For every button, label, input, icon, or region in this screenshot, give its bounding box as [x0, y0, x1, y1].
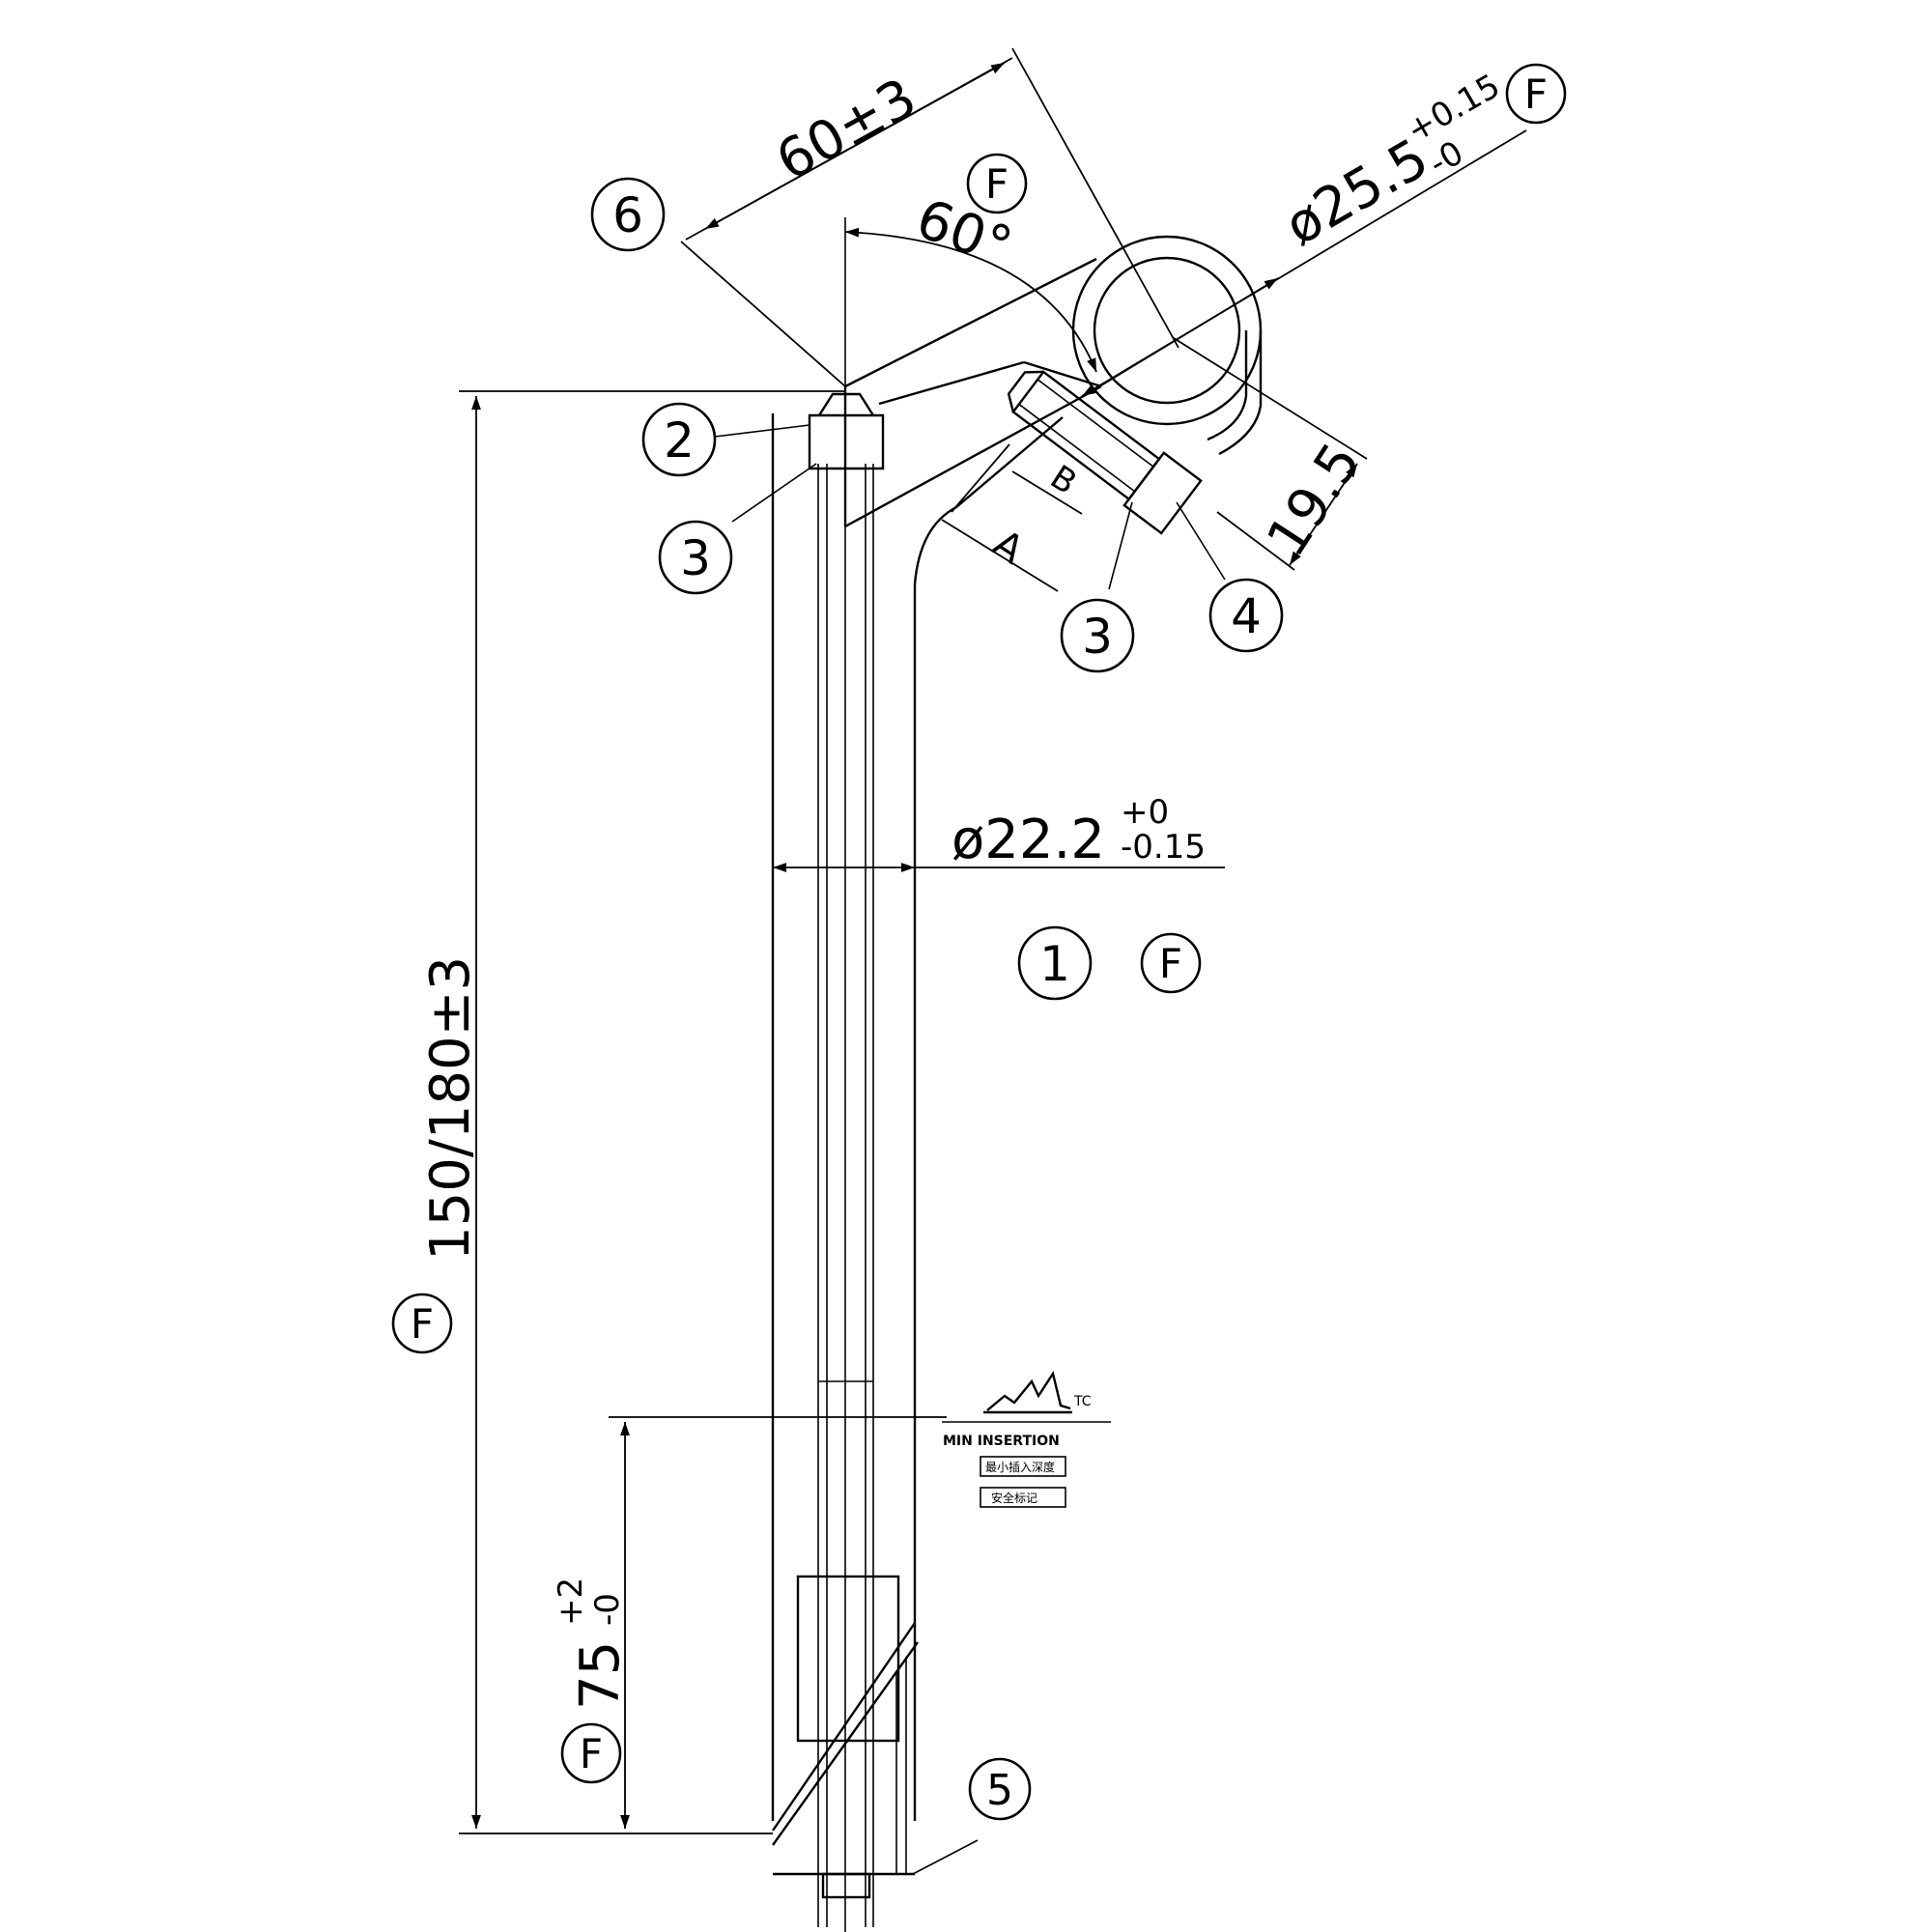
balloon-3-clamp: 3 [1060, 598, 1135, 673]
svg-text:3: 3 [1082, 609, 1113, 665]
dim-clamp-diameter-text: ø25.5 [1275, 127, 1439, 258]
dim-insertion: 75 +2 -0 [552, 1416, 947, 1829]
dim-angle: 60° [844, 187, 1097, 373]
dim-insertion-tol-upper: +2 [552, 1577, 590, 1626]
dim-reach-text: 60±3 [766, 67, 926, 193]
flag-f-steerer: F [1140, 932, 1202, 994]
dim-steerer-tol-upper: +0 [1121, 793, 1169, 832]
dim-insertion-tol-lower: -0 [588, 1593, 627, 1626]
dim-label-a: A [985, 522, 1033, 574]
svg-text:F: F [580, 1730, 603, 1777]
logo-mark: NL [1001, 1404, 1003, 1406]
leader-lines [714, 424, 1226, 1875]
svg-text:F: F [1159, 940, 1182, 987]
svg-text:2: 2 [664, 412, 695, 469]
dim-steerer-diameter: ø22.2 +0 -0.15 [772, 793, 1225, 923]
svg-text:F: F [1524, 71, 1548, 118]
dim-steerer-diameter-text: ø22.2 [952, 809, 1105, 871]
flag-f-length: F [391, 1293, 453, 1354]
balloon-6: 6 [590, 177, 666, 252]
logo-tm: TC [1073, 1394, 1092, 1409]
min-insertion-logo: NL TC MIN INSERTION 最小插入深度 安全标记 [942, 1371, 1111, 1508]
balloon-5: 5 [968, 1757, 1032, 1821]
dim-bolt-ab: A B [941, 443, 1083, 592]
dim-length: 150/180±3 [419, 390, 845, 1834]
steerer-tube [771, 413, 1064, 1927]
flag-f-clamp: F [1505, 63, 1567, 125]
logo-min-insertion: MIN INSERTION [943, 1434, 1060, 1449]
svg-text:F: F [411, 1300, 434, 1348]
dim-length-text: 150/180±3 [419, 956, 482, 1261]
balloon-4: 4 [1208, 578, 1284, 653]
flag-f-angle: F [966, 153, 1028, 214]
balloon-2: 2 [641, 402, 717, 477]
svg-text:4: 4 [1231, 588, 1262, 644]
handlebar-clamp [1007, 235, 1263, 535]
flag-f-insertion: F [560, 1722, 622, 1784]
svg-text:5: 5 [986, 1766, 1013, 1815]
svg-text:3: 3 [680, 530, 711, 586]
dim-clamp-width: 19.5 [1173, 337, 1374, 571]
expander-wedge [772, 1575, 919, 1899]
balloon-1: 1 [1017, 925, 1093, 1001]
dim-steerer-tol-lower: -0.15 [1121, 828, 1206, 867]
dim-insertion-text: 75 [569, 1641, 632, 1710]
logo-box2: 安全标记 [991, 1491, 1037, 1505]
dim-label-b: B [1043, 458, 1083, 502]
balloon-3-top: 3 [658, 520, 733, 595]
svg-text:1: 1 [1039, 936, 1070, 992]
svg-text:F: F [985, 160, 1009, 208]
svg-text:6: 6 [612, 187, 643, 243]
dim-clamp-tol-upper: +0.15 [1401, 67, 1507, 151]
logo-box1: 最小插入深度 [985, 1460, 1055, 1474]
dim-clamp-diameter: ø25.5 +0.15 -0 [1081, 67, 1527, 397]
